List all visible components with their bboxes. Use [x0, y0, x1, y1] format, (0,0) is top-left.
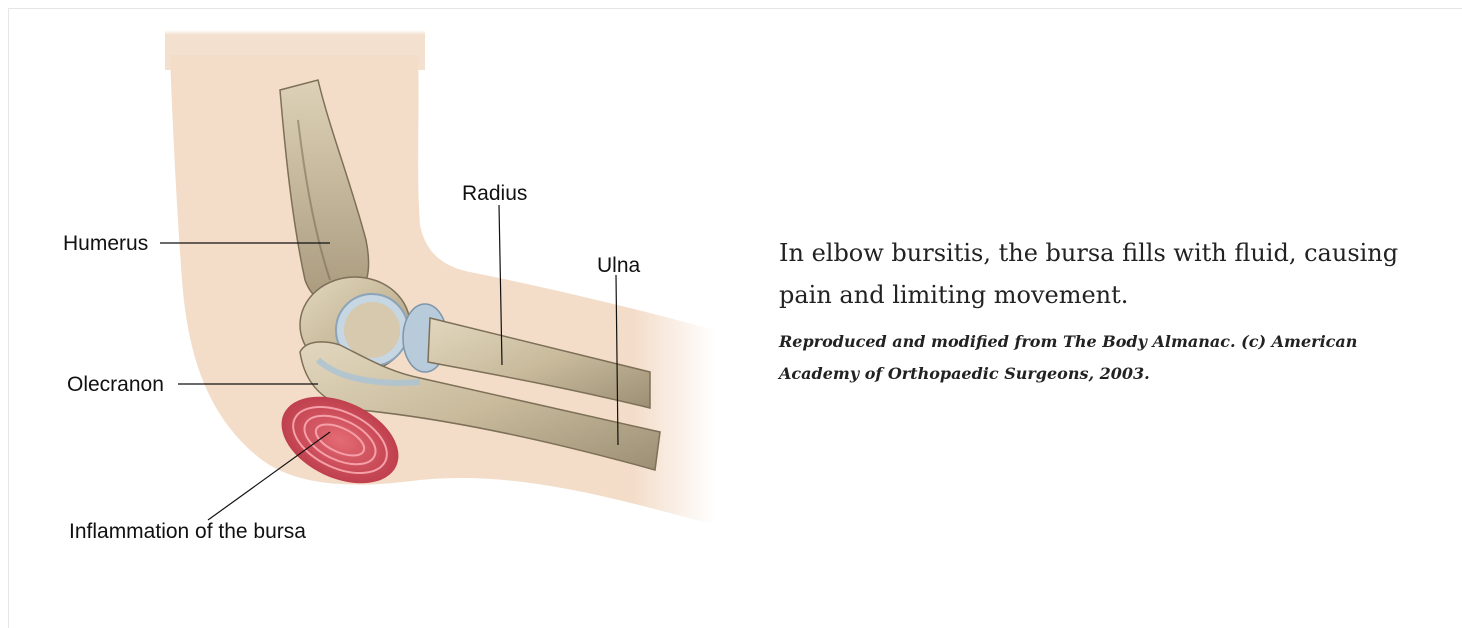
label-humerus: Humerus — [63, 233, 148, 254]
label-radius: Radius — [462, 183, 527, 204]
label-ulna: Ulna — [597, 255, 640, 276]
label-bursa: Inflammation of the bursa — [69, 521, 306, 542]
figure-caption: In elbow bursitis, the bursa fills with … — [779, 232, 1439, 390]
label-olecranon: Olecranon — [67, 374, 164, 395]
caption-text: In elbow bursitis, the bursa fills with … — [779, 232, 1439, 316]
caption-credit: Reproduced and modified from The Body Al… — [779, 326, 1439, 390]
elbow-anatomy-illustration: Humerus Radius Ulna Olecranon Inflammati… — [0, 0, 760, 617]
